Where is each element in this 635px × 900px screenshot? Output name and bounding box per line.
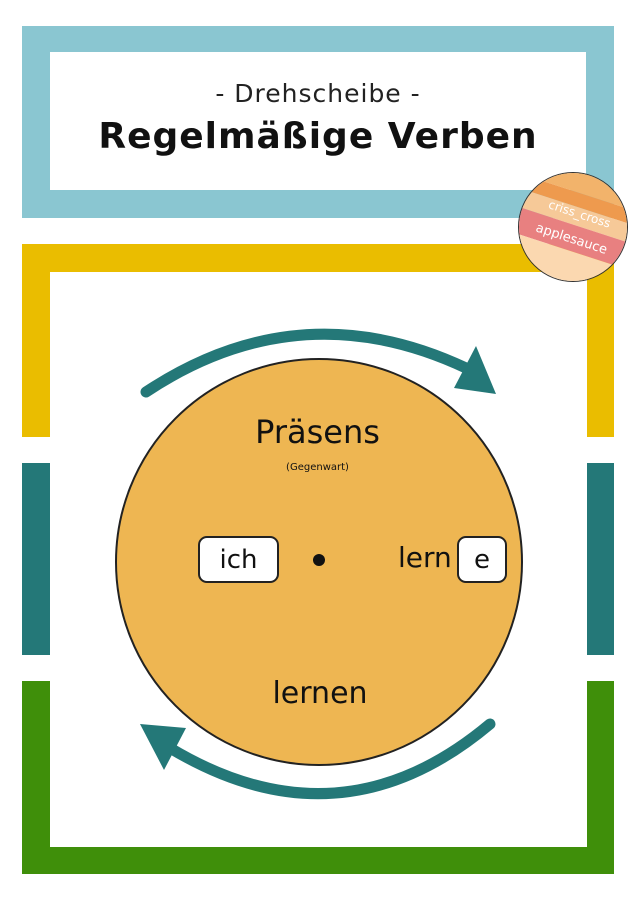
arrow-top-head-icon — [454, 346, 496, 394]
verb-stem: lern — [398, 541, 452, 574]
ending-window[interactable]: e — [457, 536, 507, 583]
ending-text: e — [474, 544, 490, 575]
frame-yellow-left — [22, 244, 50, 437]
tense-label: Präsens — [255, 413, 380, 451]
frame-yellow-top — [22, 244, 614, 272]
frame-green-left — [22, 681, 50, 874]
arrow-bottom-head-icon — [140, 724, 186, 770]
center-pin-icon — [313, 554, 325, 566]
arrow-top-icon — [140, 328, 472, 398]
frame-green-right — [587, 681, 614, 874]
arrow-bottom-icon — [164, 718, 496, 800]
header-panel: - Drehscheibe - Regelmäßige Verben — [50, 52, 586, 190]
pronoun-text: ich — [219, 544, 258, 575]
subtitle: - Drehscheibe - — [215, 79, 421, 108]
page-title: Regelmäßige Verben — [98, 116, 538, 157]
header-frame: - Drehscheibe - Regelmäßige Verben — [22, 26, 614, 218]
frame-green-bottom — [22, 847, 614, 874]
frame-teal-right — [587, 463, 614, 655]
pronoun-window[interactable]: ich — [198, 536, 279, 583]
tense-note: (Gegenwart) — [286, 462, 349, 473]
infinitive-label: lernen — [272, 676, 368, 711]
frame-teal-left — [22, 463, 50, 655]
